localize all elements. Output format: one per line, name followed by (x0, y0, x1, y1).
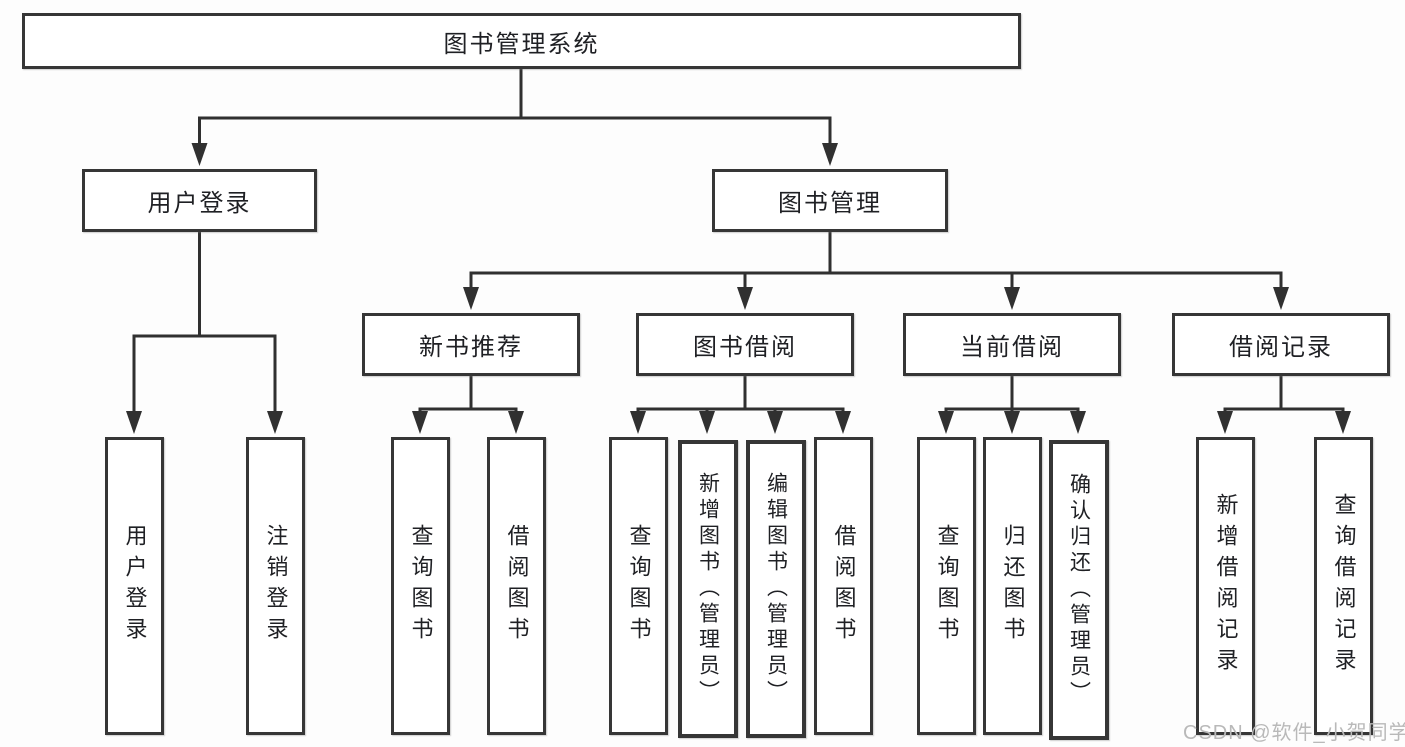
leaf-add-book-admin-label: 新增图书（管理员） (696, 472, 720, 706)
node-root-system: 图书管理系统 (22, 13, 1021, 69)
leaf-logout-label: 注销登录 (263, 524, 289, 648)
connector-newbook-group (418, 376, 518, 414)
leaf-borrow-book-recommend: 借阅图书 (487, 437, 546, 735)
leaf-query-book-recommend-label: 查询图书 (408, 524, 434, 648)
node-user-login: 用户登录 (82, 169, 317, 232)
leaf-return-book-label: 归还图书 (1000, 524, 1026, 648)
leaf-borrow-book-recommend-label: 借阅图书 (504, 524, 530, 648)
node-borrow-record-label: 借阅记录 (1229, 334, 1333, 361)
node-user-login-label: 用户登录 (147, 190, 252, 217)
node-book-borrow: 图书借阅 (636, 313, 854, 376)
leaf-logout: 注销登录 (246, 437, 305, 735)
leaf-add-borrow-record: 新增借阅记录 (1196, 437, 1255, 735)
leaf-edit-book-admin-label: 编辑图书（管理员） (764, 472, 788, 706)
node-book-borrow-label: 图书借阅 (693, 334, 797, 361)
connector-bookborrow-group (636, 376, 845, 414)
node-current-borrow: 当前借阅 (903, 313, 1121, 376)
leaf-borrow-book: 借阅图书 (814, 437, 873, 735)
csdn-watermark: CSDN @软件_小贺同学 (1183, 722, 1405, 744)
leaf-return-book: 归还图书 (983, 437, 1042, 735)
leaf-user-login: 用户登录 (105, 437, 164, 735)
node-current-borrow-label: 当前借阅 (960, 334, 1064, 361)
leaf-borrow-book-label: 借阅图书 (831, 524, 857, 648)
node-new-book-recommend-label: 新书推荐 (419, 334, 523, 361)
leaf-query-book-borrow-label: 查询图书 (626, 524, 652, 648)
leaf-confirm-return-admin-label: 确认归还（管理员） (1067, 473, 1091, 707)
connector-userlogin-group (132, 232, 277, 414)
node-borrow-record: 借阅记录 (1172, 313, 1390, 376)
node-book-management-label: 图书管理 (778, 190, 882, 217)
node-root-system-label: 图书管理系统 (443, 30, 600, 58)
node-book-management: 图书管理 (712, 169, 948, 232)
leaf-user-login-label: 用户登录 (122, 524, 148, 648)
leaf-query-borrow-record: 查询借阅记录 (1314, 437, 1373, 735)
leaf-query-borrow-record-label: 查询借阅记录 (1331, 493, 1357, 679)
connector-bookmgmt-to-level3 (469, 232, 1283, 290)
leaf-add-borrow-record-label: 新增借阅记录 (1213, 493, 1239, 679)
node-new-book-recommend: 新书推荐 (362, 313, 580, 376)
leaf-add-book-admin: 新增图书（管理员） (678, 440, 738, 738)
leaf-edit-book-admin: 编辑图书（管理员） (746, 440, 806, 738)
leaf-query-book-recommend: 查询图书 (391, 437, 450, 735)
connector-root-to-level2 (198, 68, 832, 146)
leaf-confirm-return-admin: 确认归还（管理员） (1049, 440, 1109, 740)
leaf-query-book-current: 查询图书 (917, 437, 976, 735)
connector-currentborrow-group (944, 376, 1080, 414)
leaf-query-book-current-label: 查询图书 (934, 524, 960, 648)
leaf-query-book-borrow: 查询图书 (609, 437, 668, 735)
connector-borrowrecord-group (1223, 376, 1345, 414)
